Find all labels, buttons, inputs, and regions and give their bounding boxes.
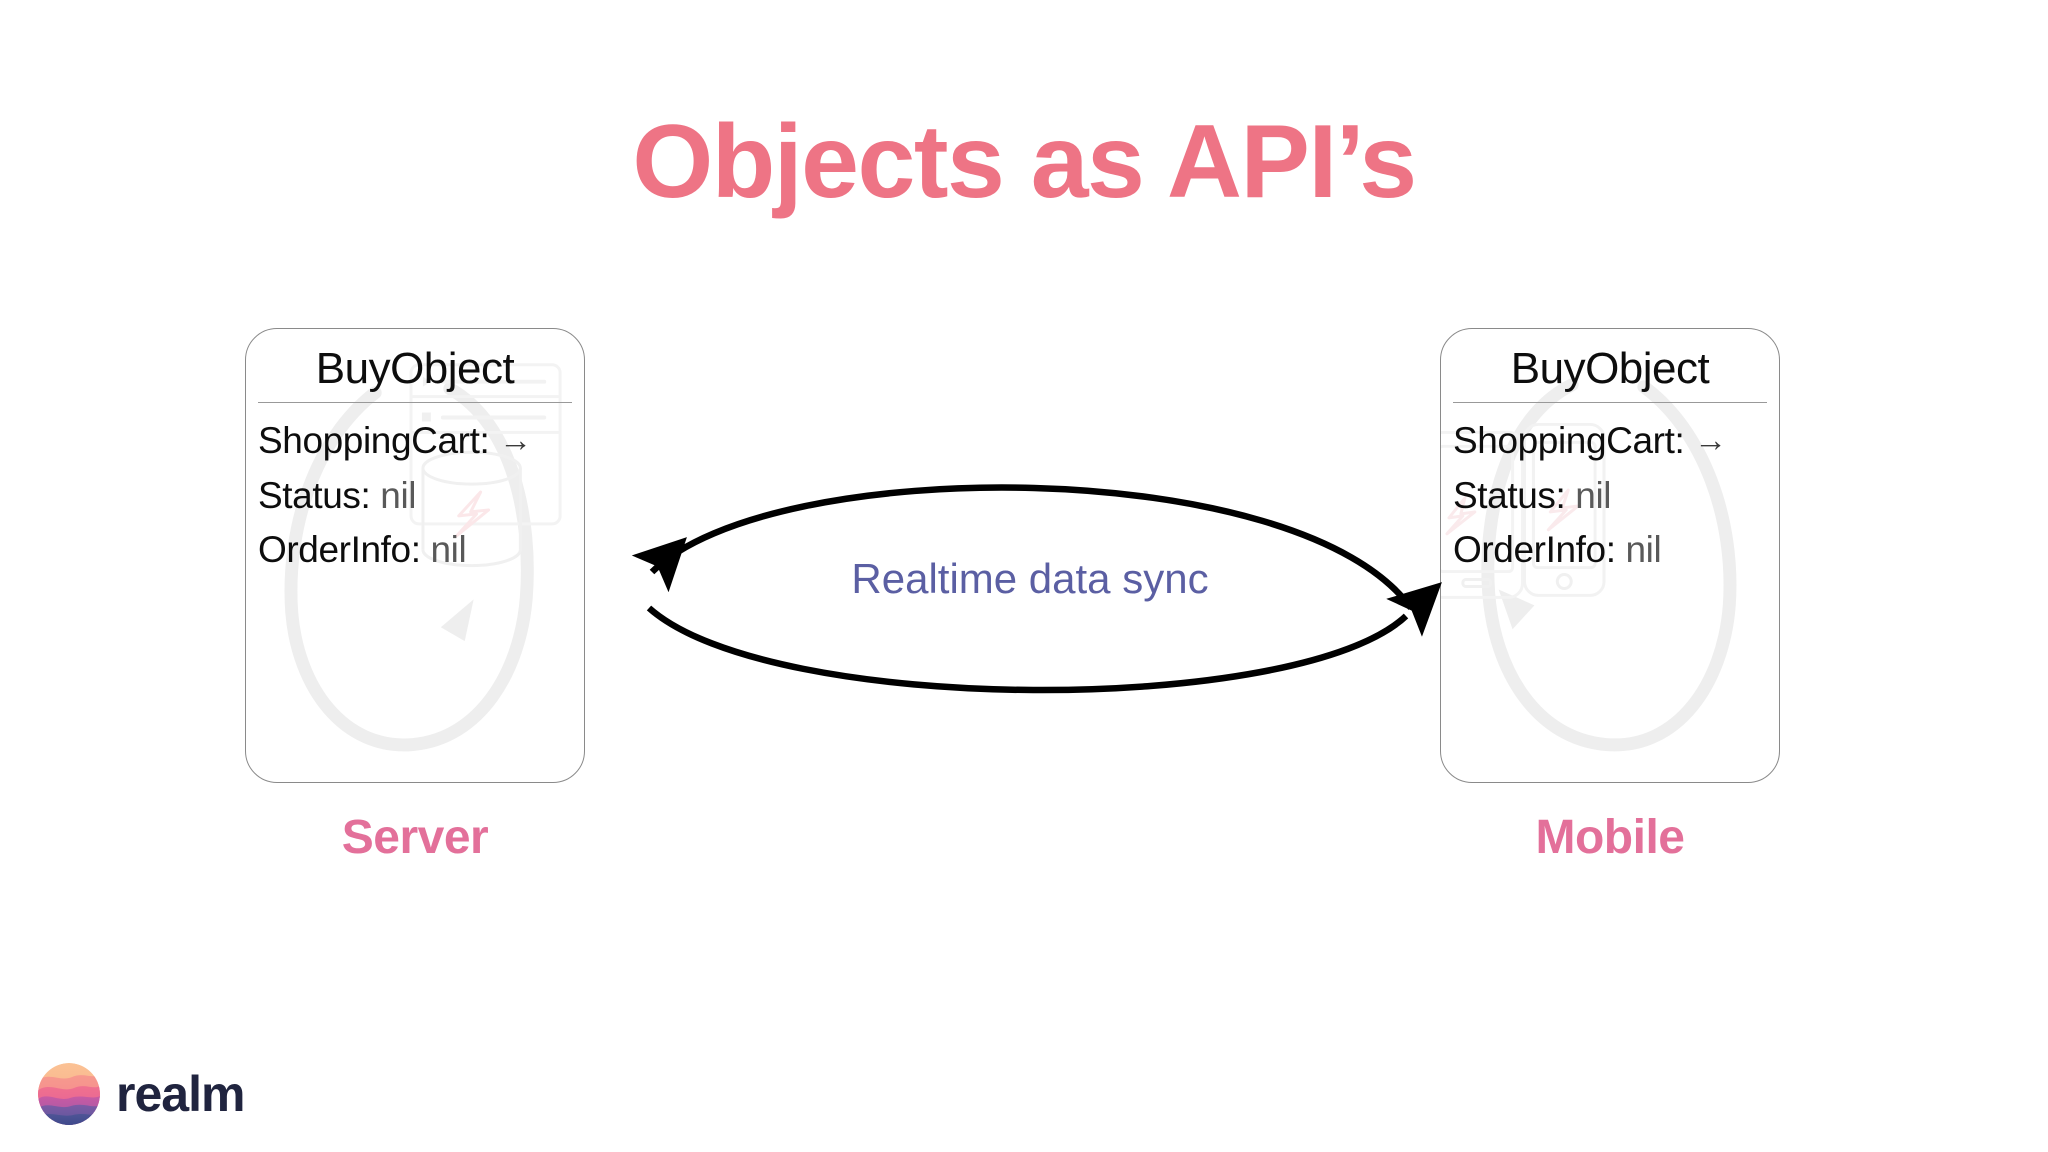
sync-label: Realtime data sync	[851, 555, 1209, 602]
realm-circle-gradient-icon	[38, 1063, 100, 1125]
card-properties-list: ShoppingCart: → Status: nil OrderInfo: n…	[246, 403, 584, 571]
property-value: nil	[380, 474, 417, 516]
property-row: OrderInfo: nil	[258, 530, 584, 571]
object-card-server: BuyObject ShoppingCart: → Status: nil Or…	[245, 328, 585, 783]
card-content-server: BuyObject ShoppingCart: → Status: nil Or…	[246, 329, 584, 782]
property-row: ShoppingCart: →	[1453, 420, 1779, 462]
card-title: BuyObject	[1510, 344, 1710, 393]
realm-logo: realm	[38, 1063, 245, 1125]
right-arrow-icon: →	[1694, 421, 1727, 459]
property-key: OrderInfo:	[258, 529, 421, 571]
property-value: nil	[1625, 529, 1662, 571]
property-value: nil	[430, 529, 467, 571]
card-content-mobile: BuyObject ShoppingCart: → Status: nil Or…	[1441, 329, 1779, 782]
property-value: nil	[1575, 474, 1612, 516]
property-row: OrderInfo: nil	[1453, 530, 1779, 571]
card-properties-list: ShoppingCart: → Status: nil OrderInfo: n…	[1441, 403, 1779, 571]
property-key: Status:	[1453, 474, 1566, 516]
page-title: Objects as API’s	[632, 104, 1417, 220]
property-row: Status: nil	[1453, 474, 1779, 517]
card-caption-server: Server	[341, 811, 489, 864]
card-title: BuyObject	[315, 344, 515, 393]
property-row: Status: nil	[258, 474, 584, 517]
sync-connector-arrows	[631, 484, 1443, 694]
arrow-to-mobile	[646, 582, 1443, 694]
property-row: ShoppingCart: →	[258, 420, 584, 462]
object-card-mobile: BuyObject ShoppingCart: → Status: nil Or…	[1440, 328, 1780, 783]
property-key: ShoppingCart:	[258, 420, 490, 462]
property-key: Status:	[258, 474, 371, 516]
card-caption-mobile: Mobile	[1535, 811, 1686, 864]
arrow-to-server	[631, 484, 1414, 610]
realm-wordmark: realm	[116, 1066, 245, 1122]
right-arrow-icon: →	[499, 421, 532, 459]
property-key: ShoppingCart:	[1453, 420, 1685, 462]
property-key: OrderInfo:	[1453, 529, 1616, 571]
